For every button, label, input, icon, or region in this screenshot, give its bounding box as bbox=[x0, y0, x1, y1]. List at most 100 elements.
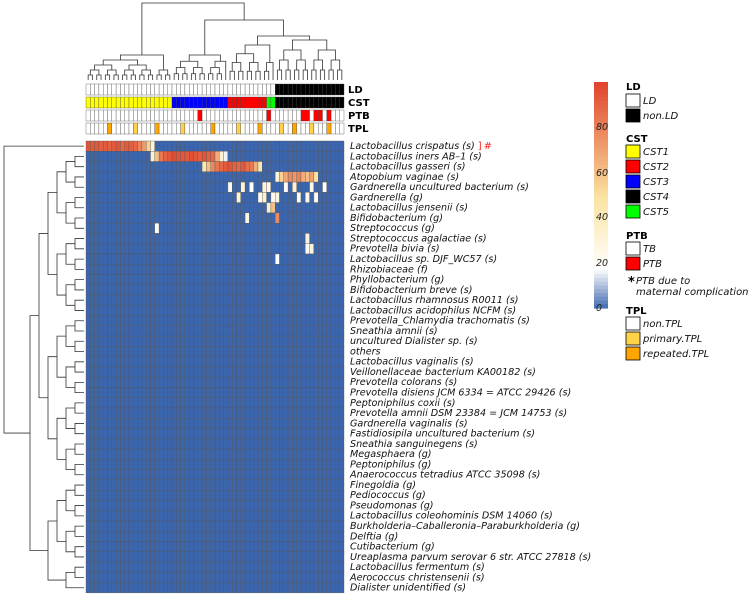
heatmap-cell bbox=[210, 448, 216, 460]
heatmap-cell bbox=[275, 356, 280, 368]
heatmap-cell bbox=[300, 284, 306, 296]
heatmap-cell bbox=[257, 397, 263, 409]
heatmap-cell bbox=[262, 387, 267, 398]
heatmap-cell bbox=[115, 151, 121, 162]
row-label: others bbox=[350, 346, 381, 357]
heatmap-cell bbox=[266, 377, 272, 388]
heatmap-cell bbox=[330, 151, 336, 162]
heatmap-cell bbox=[322, 161, 327, 172]
heatmap-cell bbox=[146, 253, 151, 265]
heatmap-cell bbox=[287, 315, 293, 327]
dendrogram-link bbox=[74, 217, 84, 229]
heatmap-cell bbox=[292, 325, 297, 337]
colorbar-step bbox=[594, 187, 608, 192]
heatmap-cell bbox=[313, 151, 319, 162]
heatmap-cell bbox=[227, 531, 233, 542]
heatmap-cell bbox=[163, 233, 168, 244]
heatmap-cell bbox=[90, 377, 95, 388]
heatmap-cell bbox=[279, 140, 284, 152]
heatmap-cell bbox=[244, 284, 250, 296]
heatmap-cell bbox=[98, 418, 104, 429]
heatmap-cell bbox=[124, 222, 130, 234]
heatmap-cell bbox=[214, 315, 220, 327]
heatmap-cell bbox=[313, 582, 319, 594]
ld-track-cell bbox=[158, 83, 164, 96]
heatmap-cell bbox=[292, 448, 297, 460]
heatmap-cell bbox=[240, 510, 246, 522]
heatmap-cell bbox=[120, 438, 125, 450]
heatmap-cell bbox=[180, 161, 186, 172]
legend-title: LD bbox=[626, 82, 641, 93]
heatmap-cell bbox=[309, 233, 315, 244]
heatmap-cell bbox=[193, 561, 198, 573]
cst-track-cell bbox=[227, 96, 233, 109]
heatmap-cell bbox=[120, 294, 125, 306]
heatmap-cell bbox=[128, 500, 134, 511]
dendrogram-link bbox=[74, 381, 84, 394]
heatmap-cell bbox=[322, 541, 327, 552]
heatmap-cell bbox=[227, 315, 233, 327]
heatmap-cell bbox=[266, 346, 272, 357]
heatmap-cell bbox=[214, 192, 220, 203]
heatmap-cell bbox=[283, 541, 289, 552]
heatmap-cell bbox=[85, 366, 91, 378]
cst-track-cell bbox=[318, 96, 323, 109]
heatmap-cell bbox=[236, 233, 241, 244]
heatmap-cell bbox=[180, 233, 186, 244]
heatmap-cell bbox=[244, 397, 250, 409]
heatmap-cell bbox=[150, 284, 155, 296]
heatmap-cell bbox=[219, 397, 224, 409]
heatmap-cell bbox=[201, 202, 207, 214]
cst-track-cell bbox=[300, 96, 306, 109]
heatmap-cell bbox=[305, 212, 310, 224]
heatmap-cell bbox=[124, 335, 130, 347]
heatmap-cell bbox=[266, 171, 272, 183]
heatmap-cell bbox=[146, 387, 151, 398]
heatmap-cell bbox=[236, 428, 241, 440]
heatmap-cell bbox=[150, 561, 155, 573]
heatmap-cell bbox=[232, 479, 237, 491]
heatmap-cell bbox=[171, 500, 177, 511]
heatmap-cell bbox=[158, 305, 164, 316]
heatmap-cell bbox=[120, 356, 125, 368]
heatmap-cell bbox=[335, 469, 340, 481]
heatmap-cell bbox=[180, 140, 186, 152]
dendrogram-link bbox=[302, 69, 308, 80]
heatmap-cell bbox=[120, 222, 125, 234]
heatmap-cell bbox=[115, 212, 121, 224]
heatmap-cell bbox=[176, 181, 181, 193]
heatmap-cell bbox=[330, 551, 336, 563]
heatmap-cell bbox=[141, 192, 147, 203]
heatmap-cell bbox=[305, 387, 310, 398]
heatmap-cell bbox=[201, 377, 207, 388]
heatmap-cell bbox=[339, 192, 345, 203]
heatmap-cell bbox=[322, 572, 327, 583]
ptb-track-cell bbox=[146, 109, 151, 122]
heatmap-cell bbox=[318, 140, 323, 152]
heatmap-cell bbox=[257, 448, 263, 460]
heatmap-cells bbox=[85, 140, 345, 594]
heatmap-cell bbox=[339, 582, 345, 594]
heatmap-cell bbox=[206, 479, 211, 491]
heatmap-cell bbox=[184, 284, 190, 296]
heatmap-cell bbox=[158, 582, 164, 594]
heatmap-cell bbox=[339, 181, 345, 193]
heatmap-cell bbox=[335, 151, 340, 162]
heatmap-cell bbox=[193, 582, 198, 594]
heatmap-cell bbox=[223, 140, 229, 152]
colorbar-step bbox=[594, 191, 608, 196]
heatmap-cell bbox=[128, 418, 134, 429]
heatmap-cell bbox=[90, 551, 95, 563]
heatmap-cell bbox=[193, 171, 198, 183]
heatmap-cell bbox=[236, 500, 241, 511]
heatmap-cell bbox=[133, 233, 138, 244]
legend-swatch bbox=[625, 159, 641, 174]
heatmap-cell bbox=[275, 572, 280, 583]
ptb-track-cell bbox=[227, 109, 233, 122]
heatmap-cell bbox=[154, 541, 160, 552]
ld-track-cell bbox=[309, 83, 315, 96]
heatmap-cell bbox=[270, 243, 276, 255]
heatmap-cell bbox=[184, 418, 190, 429]
heatmap-cell bbox=[305, 222, 310, 234]
heatmap-cell bbox=[141, 448, 147, 460]
